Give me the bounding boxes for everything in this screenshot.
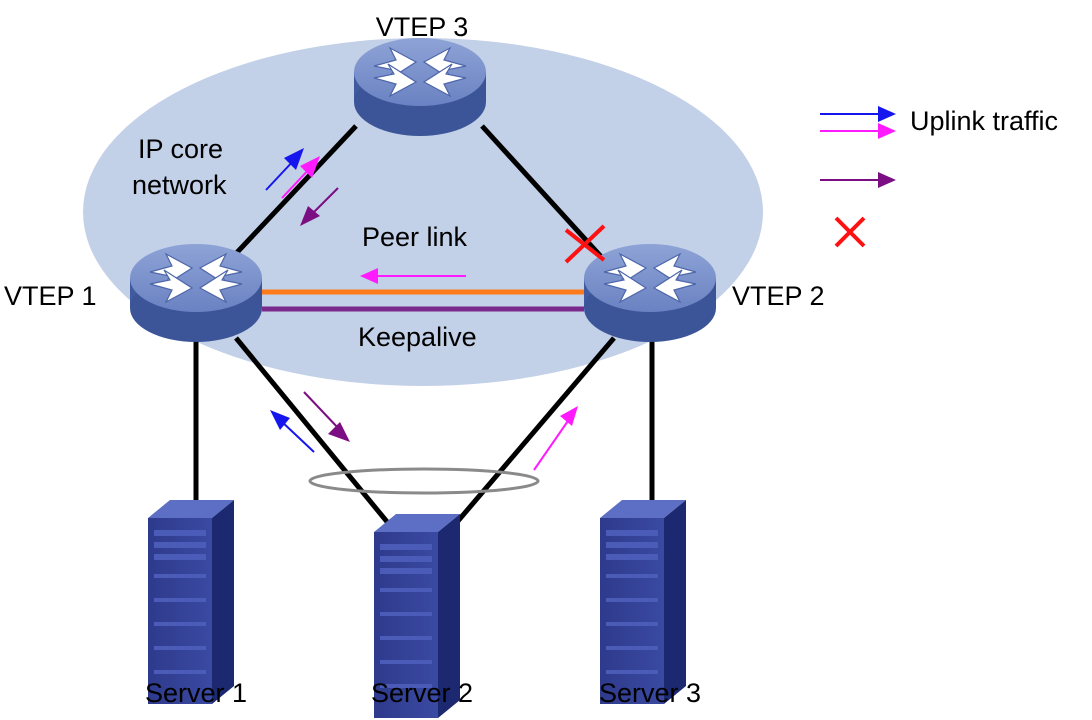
vtep1-switch-icon [129, 243, 263, 343]
ip-core-label-line1: IP core [138, 134, 223, 164]
downlink-purple-arrow-core [300, 187, 339, 226]
vtep3-switch-icon [353, 37, 487, 137]
link-vtep1-vtep3 [226, 124, 358, 264]
legend-magenta-arrow [820, 123, 896, 139]
uplink-blue-arrow-server2 [270, 410, 315, 453]
legend-blue-arrow [820, 106, 896, 122]
legend-purple-arrow [820, 172, 896, 188]
server2-label: Server 2 [371, 678, 473, 708]
legend-failure-x-icon [834, 216, 866, 248]
link-vtep3-vtep2 [480, 124, 608, 264]
ip-core-label-line2: network [132, 170, 227, 200]
link-vtep2-server2 [450, 336, 616, 530]
peer-link-label: Peer link [362, 222, 468, 252]
uplink-magenta-arrow-server2 [533, 406, 578, 471]
link-failure-x-icon [564, 224, 606, 264]
server1-icon [148, 500, 234, 704]
uplink-blue-arrow-core [265, 148, 304, 191]
server3-icon [600, 500, 686, 704]
peer-link-magenta-arrow [360, 268, 466, 284]
link-aggregation-ring [308, 467, 540, 495]
link-vtep1-server2 [234, 336, 404, 542]
vtep3-label: VTEP 3 [376, 12, 469, 42]
keepalive-label: Keepalive [358, 322, 477, 352]
vtep1-label: VTEP 1 [4, 281, 97, 311]
server1-label: Server 1 [145, 678, 247, 708]
uplink-magenta-arrow-core [281, 156, 320, 199]
downlink-purple-arrow-server2 [303, 391, 350, 442]
legend-uplink-traffic-label: Uplink traffic [910, 106, 1058, 136]
vtep2-label: VTEP 2 [732, 281, 825, 311]
server3-label: Server 3 [599, 678, 701, 708]
